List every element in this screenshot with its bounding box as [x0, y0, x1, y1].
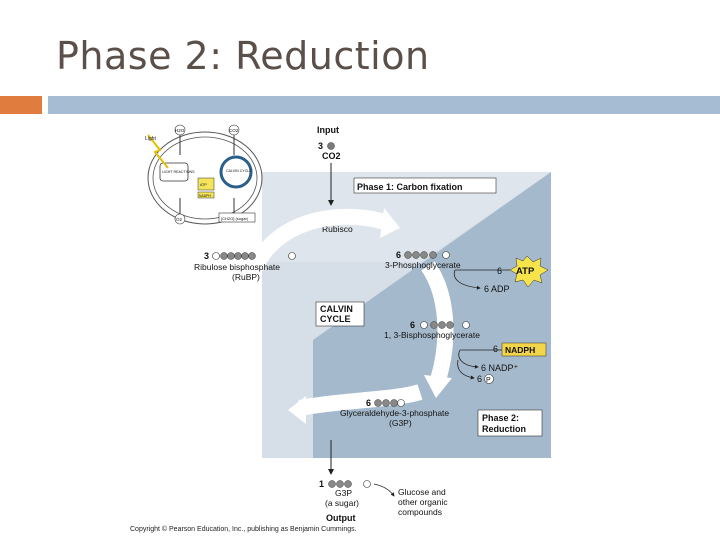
slide-title: Phase 2: Reduction: [56, 34, 430, 78]
atp-block: 6 ATP 6 ADP: [453, 255, 549, 294]
title-accent-bar-orange: [0, 96, 42, 114]
atp-label: ATP: [516, 266, 535, 277]
rubp-abbr: (RuBP): [232, 272, 260, 282]
phase1-label: Phase 1: Carbon fixation: [357, 182, 463, 192]
nadph-box: [501, 342, 547, 357]
phase2-label-line2: Reduction: [482, 424, 526, 434]
phase2-label-line1: Phase 2:: [482, 413, 519, 423]
inset-light-label: Light: [145, 136, 156, 142]
g3p-block: 6 Glyceraldehyde-3-phosphate (G3P): [340, 398, 449, 428]
g3p-count: 6: [366, 398, 371, 408]
phase1-panel-top: [262, 172, 551, 262]
input-count: 3: [318, 141, 323, 151]
atp-starburst-icon: [509, 255, 549, 288]
glucose-line2: other organic: [398, 497, 448, 507]
inset-nadph-label: NADPH: [199, 194, 211, 198]
rubisco-label: Rubisco: [322, 224, 353, 234]
pi-count: 6: [477, 374, 482, 384]
copyright-notice: Copyright © Pearson Education, Inc., pub…: [130, 526, 357, 533]
cycle-arrow-top: [247, 208, 388, 272]
pga-block: 6 3-Phosphoglycerate: [385, 250, 461, 270]
nadph-block: 6 NADPH 6 NADP⁺ 6 P: [457, 342, 547, 384]
cycle-arrow-right: [421, 261, 454, 383]
inset-calvin-cycle-label: CALVIN CYCLE: [226, 169, 252, 173]
inset-overview-diagram: Light H2O CO2 LIGHT REACTIONS CALVIN CYC…: [145, 124, 263, 225]
glucose-line3: compounds: [398, 507, 442, 517]
glucose-line1: Glucose and: [398, 487, 446, 497]
inset-sugar-label: [CH2O] (sugar): [221, 216, 249, 221]
output-block: 1 G3P (a sugar) Output Glucose and other…: [319, 440, 448, 523]
nadph-count: 6: [493, 344, 498, 354]
input-block: Input 3 CO2: [317, 125, 341, 206]
cycle-arrows: [247, 208, 454, 424]
input-co2: CO2: [322, 151, 341, 161]
phase1-label-box: [353, 177, 497, 194]
output-g3p: G3P: [335, 488, 352, 498]
rubp-block: 3 Ribulose bisphosphate (RuBP): [194, 251, 296, 282]
pi-label: P: [486, 377, 491, 384]
output-sugar: (a sugar): [325, 498, 359, 508]
inset-light-reactions-label: LIGHT REACTIONS: [162, 170, 195, 174]
calvin-cycle-label-2: CYCLE: [320, 314, 351, 324]
inset-h2o-label: H2O: [175, 128, 185, 133]
g3p-name: Glyceraldehyde-3-phosphate: [340, 408, 449, 418]
nadph-label: NADPH: [505, 345, 535, 355]
rubp-name: Ribulose bisphosphate: [194, 262, 280, 272]
nadp-label: 6 NADP⁺: [481, 363, 519, 373]
cycle-arrow-bottom: [298, 384, 423, 416]
calvin-cycle-label-1: CALVIN: [320, 304, 353, 314]
cycle-arrow-right-head: [424, 375, 452, 398]
output-count: 1: [319, 479, 324, 489]
g3p-abbr: (G3P): [389, 418, 412, 428]
phase-panels: [262, 172, 551, 458]
bpg-block: 6 1, 3-Bisphosphoglycerate: [384, 320, 480, 340]
inset-o2-label: O2: [176, 217, 183, 222]
pga-name: 3-Phosphoglycerate: [385, 260, 461, 270]
title-accent-bar-blue: [48, 96, 720, 114]
inset-co2-label: CO2: [229, 128, 239, 133]
calvin-cycle-box: [315, 301, 365, 327]
phase2-label-box: [477, 409, 543, 437]
rubp-count: 3: [204, 251, 209, 261]
adp-label: 6 ADP: [484, 284, 510, 294]
inset-atp-label: ATP: [200, 183, 207, 187]
bpg-count: 6: [410, 320, 415, 330]
co2-carbon-icon: [327, 142, 335, 150]
output-label: Output: [326, 513, 356, 523]
cycle-arrow-bottom-head: [288, 396, 306, 424]
bpg-name: 1, 3-Bisphosphoglycerate: [384, 330, 480, 340]
atp-count: 6: [497, 266, 502, 276]
cycle-arrow-top-head: [380, 208, 400, 238]
input-label: Input: [317, 125, 339, 135]
pga-count: 6: [396, 250, 401, 260]
